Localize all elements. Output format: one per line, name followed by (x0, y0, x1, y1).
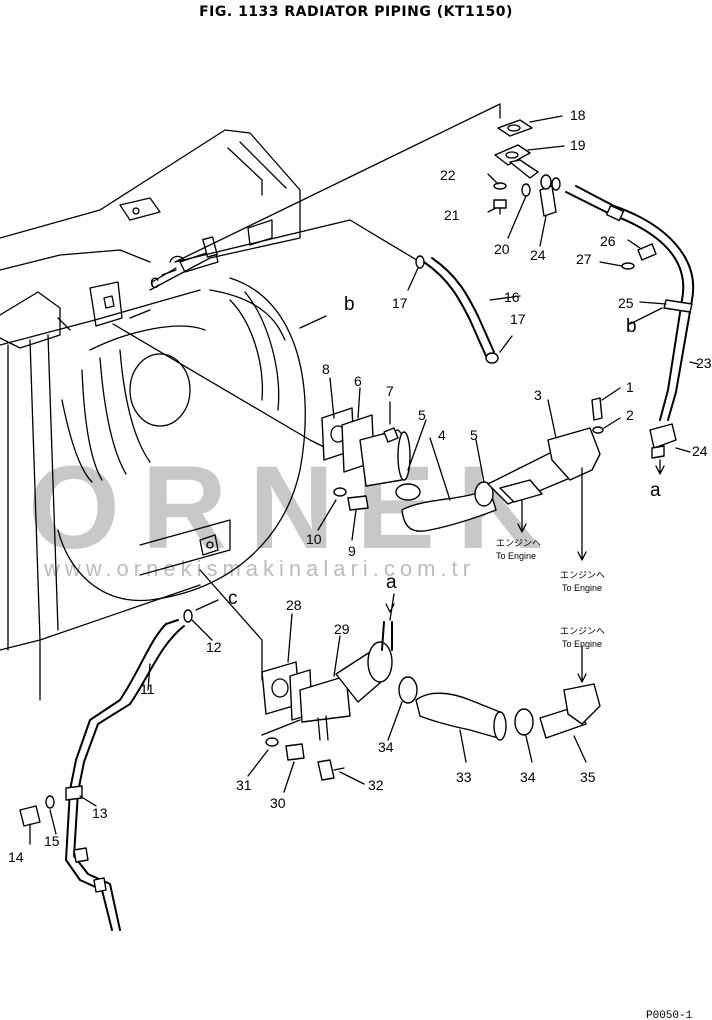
valve-32 (317, 759, 335, 781)
hose-33 (415, 692, 501, 739)
reference-letters: c b b a a c (150, 272, 661, 609)
letter-b-left: b (344, 294, 355, 315)
letter-a-right: a (650, 480, 661, 501)
callout-31: 31 (236, 777, 252, 793)
bracket-25 (663, 299, 693, 313)
letter-b-right: b (626, 316, 637, 337)
callout-5a: 5 (418, 407, 426, 423)
bolt-14 (19, 805, 41, 827)
callout-numbers: 1 2 3 4 5 5 6 7 8 9 10 11 12 13 14 15 16… (8, 107, 712, 865)
callout-leaders (29, 115, 699, 845)
engine-label-1-en: To Engine (496, 551, 536, 561)
callout-17b: 17 (510, 311, 526, 327)
callout-32: 32 (368, 777, 384, 793)
callout-35: 35 (580, 769, 596, 785)
callout-6: 6 (354, 373, 362, 389)
callout-33: 33 (456, 769, 472, 785)
washer-31 (265, 737, 279, 747)
callout-23: 23 (696, 355, 712, 371)
bolt-9 (347, 495, 369, 511)
pipe-11 (19, 609, 193, 931)
callout-9: 9 (348, 543, 356, 559)
callout-34b: 34 (520, 769, 536, 785)
hose-16 (415, 255, 499, 364)
hose-4 (395, 481, 497, 532)
washer-10 (333, 487, 347, 497)
pipe-3 (487, 397, 604, 561)
flange-elbow-19 (494, 144, 531, 166)
engine-label-3-jp: エンジンへ (560, 626, 605, 636)
callout-18: 18 (570, 107, 586, 123)
engine-label-3-en: To Engine (562, 639, 602, 649)
engine-label-2-jp: エンジンへ (560, 570, 605, 580)
figure-title: FIG. 1133 RADIATOR PIPING (KT1150) (199, 4, 513, 20)
clamp-24-upper (539, 185, 557, 217)
washer-27 (621, 262, 635, 270)
clamp-5-left (395, 483, 421, 501)
washer-15 (45, 795, 55, 809)
middle-inlet-group (321, 407, 411, 511)
callout-8: 8 (322, 361, 330, 377)
bolt-1 (591, 397, 603, 421)
callout-14: 14 (8, 849, 24, 865)
ring-17-lower (485, 352, 499, 364)
callout-3: 3 (534, 387, 542, 403)
engine-label-1-jp: エンジンへ (496, 538, 541, 548)
callout-15: 15 (44, 833, 60, 849)
callout-26: 26 (600, 233, 616, 249)
engine-labels: エンジンへ To Engine エンジンへ To Engine エンジンへ To… (496, 538, 605, 649)
clamp-24-lower (649, 423, 677, 449)
callout-22: 22 (440, 167, 456, 183)
callout-13: 13 (92, 805, 108, 821)
callout-25: 25 (618, 295, 634, 311)
callout-17a: 17 (392, 295, 408, 311)
callout-5b: 5 (470, 427, 478, 443)
page-number: P0050-1 (646, 1010, 693, 1020)
callout-34a: 34 (378, 739, 394, 755)
o-ring-20 (521, 183, 531, 197)
letter-c-lower: c (228, 588, 238, 609)
watermark-url: www.ornekismakinalari.com.tr (43, 556, 475, 581)
engine-label-2-en: To Engine (562, 583, 602, 593)
callout-16: 16 (504, 289, 520, 305)
callout-7: 7 (386, 383, 394, 399)
bolt-26 (637, 243, 657, 261)
washer-22 (493, 182, 507, 190)
callout-4: 4 (438, 427, 446, 443)
callout-2: 2 (626, 407, 634, 423)
bolt-21 (493, 199, 507, 209)
cap-7 (383, 427, 399, 443)
callout-29: 29 (334, 621, 350, 637)
callout-11: 11 (140, 681, 155, 697)
callout-19: 19 (570, 137, 586, 153)
callout-10: 10 (306, 531, 322, 547)
callout-20: 20 (494, 241, 510, 257)
callout-24a: 24 (530, 247, 546, 263)
callout-30: 30 (270, 795, 286, 811)
ring-17-upper (415, 255, 425, 269)
leader-lines (112, 103, 501, 736)
clamp-13 (65, 785, 83, 801)
clamp-34-left (398, 676, 418, 704)
callout-28: 28 (286, 597, 302, 613)
callout-27: 27 (576, 251, 592, 267)
callout-24b: 24 (692, 443, 708, 459)
letter-c-upper: c (150, 272, 160, 293)
upper-fitting-group (493, 119, 695, 459)
callout-1: 1 (626, 379, 634, 395)
lower-outlet-group (261, 621, 601, 781)
letter-a-lower: a (386, 572, 397, 593)
bolt-30 (285, 743, 305, 761)
ring-12 (183, 609, 193, 623)
callout-12: 12 (206, 639, 222, 655)
clamp-34-right (514, 708, 534, 736)
washer-2 (592, 426, 604, 434)
radiator-housing (0, 129, 306, 701)
gasket-18 (497, 119, 533, 137)
callout-21: 21 (444, 207, 460, 223)
